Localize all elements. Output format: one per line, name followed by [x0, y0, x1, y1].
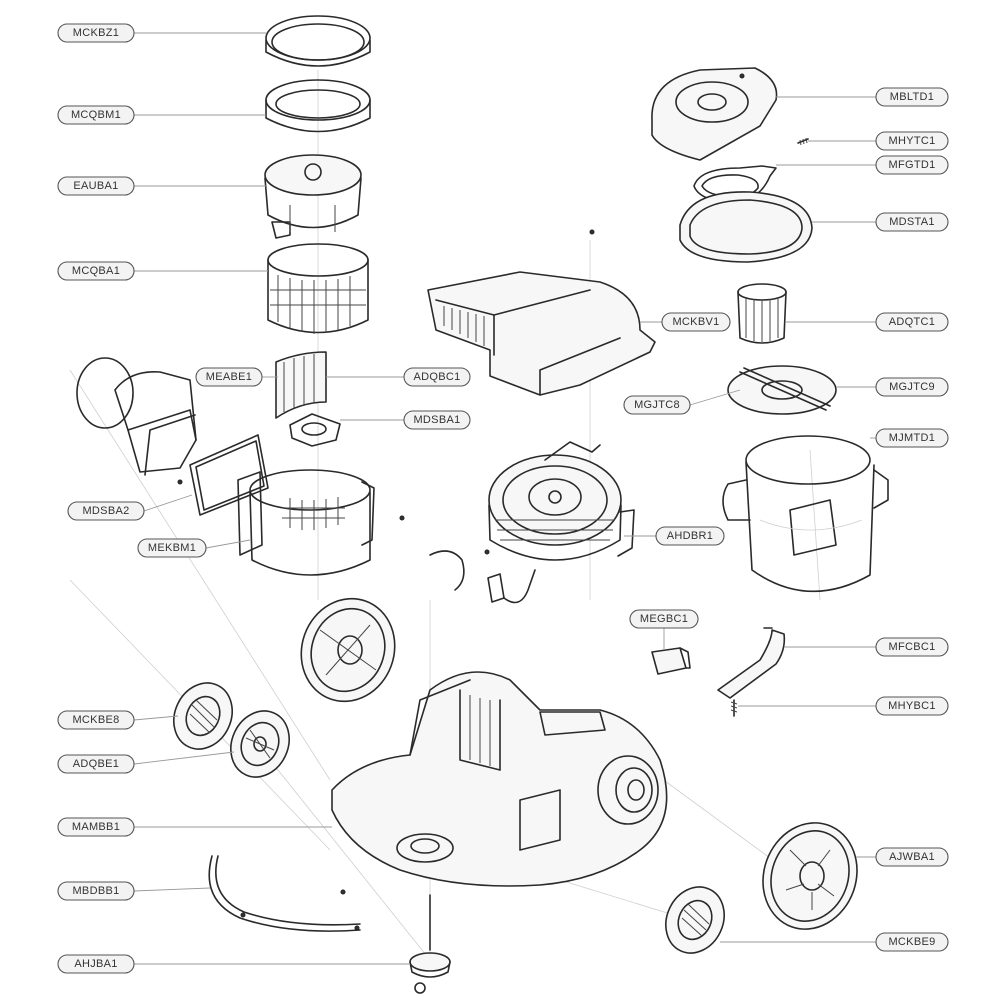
label-mhybc1: MHYBC1 [875, 696, 949, 716]
label-megbc1: MEGBC1 [629, 609, 699, 629]
label-mgjtc9: MGJTC9 [875, 377, 949, 397]
ring-part-mcqbm1 [265, 79, 371, 133]
screw-mhytc1 [797, 137, 809, 146]
label-eauba1: EAUBA1 [57, 176, 135, 196]
main-base-mambb1 [331, 671, 668, 895]
label-adqbc1: ADQBC1 [403, 367, 471, 387]
ring-part-mckbz1 [265, 15, 371, 67]
svg-text:MEABE1: MEABE1 [206, 371, 252, 383]
label-mckbe9: MCKBE9 [875, 932, 949, 952]
svg-text:MHYTC1: MHYTC1 [888, 135, 935, 147]
svg-text:AJWBA1: AJWBA1 [889, 851, 935, 863]
lid-mbltd1 [651, 67, 778, 161]
svg-text:MCKBZ1: MCKBZ1 [73, 27, 119, 39]
motor-housing-mekbm1 [237, 469, 405, 576]
label-mdsba1: MDSBA1 [403, 410, 471, 430]
label-mdsta1: MDSTA1 [875, 212, 949, 232]
label-mckbv1: MCKBV1 [661, 312, 731, 332]
separator-plate-mgjtc9 [727, 365, 837, 415]
svg-text:MCKBV1: MCKBV1 [672, 316, 719, 328]
wheel-cover-mckbe8 [173, 682, 233, 750]
latch-arm-mfcbc1 [717, 627, 786, 699]
label-ajwba1: AJWBA1 [875, 847, 949, 867]
svg-text:MGJTC9: MGJTC9 [889, 381, 935, 393]
wheel-cover-mckbe9 [665, 886, 725, 954]
svg-text:MFCBC1: MFCBC1 [888, 641, 935, 653]
svg-text:MHYBC1: MHYBC1 [888, 700, 936, 712]
label-mgjtc8: MGJTC8 [623, 395, 691, 415]
label-mjmtd1: MJMTD1 [875, 428, 949, 448]
dust-bin-mjmtd1 [722, 435, 889, 593]
svg-text:AHJBA1: AHJBA1 [74, 958, 117, 970]
svg-text:MBDBB1: MBDBB1 [72, 885, 119, 897]
svg-text:ADQTC1: ADQTC1 [889, 316, 935, 328]
caster-wheel-ahjba1 [409, 894, 451, 994]
filter-disc-adqbe1 [230, 710, 290, 778]
spring-mhybc1 [730, 699, 738, 717]
label-mambb1: MAMBB1 [57, 817, 135, 837]
label-mbltd1: MBLTD1 [875, 87, 949, 107]
svg-text:MDSBA1: MDSBA1 [413, 414, 460, 426]
gasket-mdsba1 [289, 413, 341, 447]
svg-text:ADQBC1: ADQBC1 [413, 371, 460, 383]
svg-text:MAMBB1: MAMBB1 [72, 821, 120, 833]
cartridge-filter-adqtc1 [737, 283, 787, 344]
svg-text:ADQBE1: ADQBE1 [73, 758, 119, 770]
svg-text:MJMTD1: MJMTD1 [889, 432, 935, 444]
label-mekbm1: MEKBM1 [137, 538, 207, 558]
label-mhytc1: MHYTC1 [875, 131, 949, 151]
label-mckbz1: MCKBZ1 [57, 23, 135, 43]
label-meabe1: MEABE1 [195, 367, 263, 387]
bumper-strip-mbdbb1 [208, 855, 361, 932]
label-ahjba1: AHJBA1 [57, 954, 135, 974]
svg-text:MCKBE8: MCKBE8 [72, 714, 119, 726]
svg-text:MDSTA1: MDSTA1 [889, 216, 935, 228]
label-mbdbb1: MBDBB1 [57, 881, 135, 901]
right-wheel-ajwba1 [762, 822, 858, 930]
filter-sheet-adqbc1 [275, 351, 327, 419]
svg-text:MEGBC1: MEGBC1 [640, 613, 688, 625]
label-ahdbr1: AHDBR1 [655, 526, 725, 546]
svg-text:MDSBA2: MDSBA2 [82, 505, 129, 517]
top-cover-mckbv1 [427, 229, 656, 396]
svg-text:EAUBA1: EAUBA1 [73, 180, 118, 192]
svg-text:MBLTD1: MBLTD1 [890, 91, 934, 103]
bracket-megbc1 [651, 647, 691, 675]
svg-text:MCQBM1: MCQBM1 [71, 109, 121, 121]
left-wheel-large [300, 597, 396, 703]
cylinder-mesh-mcqba1 [267, 243, 369, 334]
svg-text:MCKBE9: MCKBE9 [888, 936, 935, 948]
frame-gasket-mdsba2 [189, 434, 269, 516]
svg-text:AHDBR1: AHDBR1 [667, 530, 713, 542]
exhaust-housing-meabe1 [76, 357, 197, 485]
label-mcqbm1: MCQBM1 [57, 105, 135, 125]
svg-text:MEKBM1: MEKBM1 [148, 542, 196, 554]
label-adqbe1: ADQBE1 [57, 754, 135, 774]
svg-text:MCQBA1: MCQBA1 [72, 265, 120, 277]
svg-text:MFGTD1: MFGTD1 [888, 159, 935, 171]
cord-reel-ahdbr1 [429, 441, 635, 604]
label-mfcbc1: MFCBC1 [875, 637, 949, 657]
seal-mdsta1 [679, 191, 813, 263]
label-adqtc1: ADQTC1 [875, 312, 949, 332]
label-mckbe8: MCKBE8 [57, 710, 135, 730]
label-mfgtd1: MFGTD1 [875, 155, 949, 175]
motor-cover-eauba1 [264, 154, 362, 239]
label-mcqba1: MCQBA1 [57, 261, 135, 281]
leader-lines [133, 32, 876, 965]
label-mdsba2: MDSBA2 [67, 501, 145, 521]
svg-text:MGJTC8: MGJTC8 [634, 399, 680, 411]
